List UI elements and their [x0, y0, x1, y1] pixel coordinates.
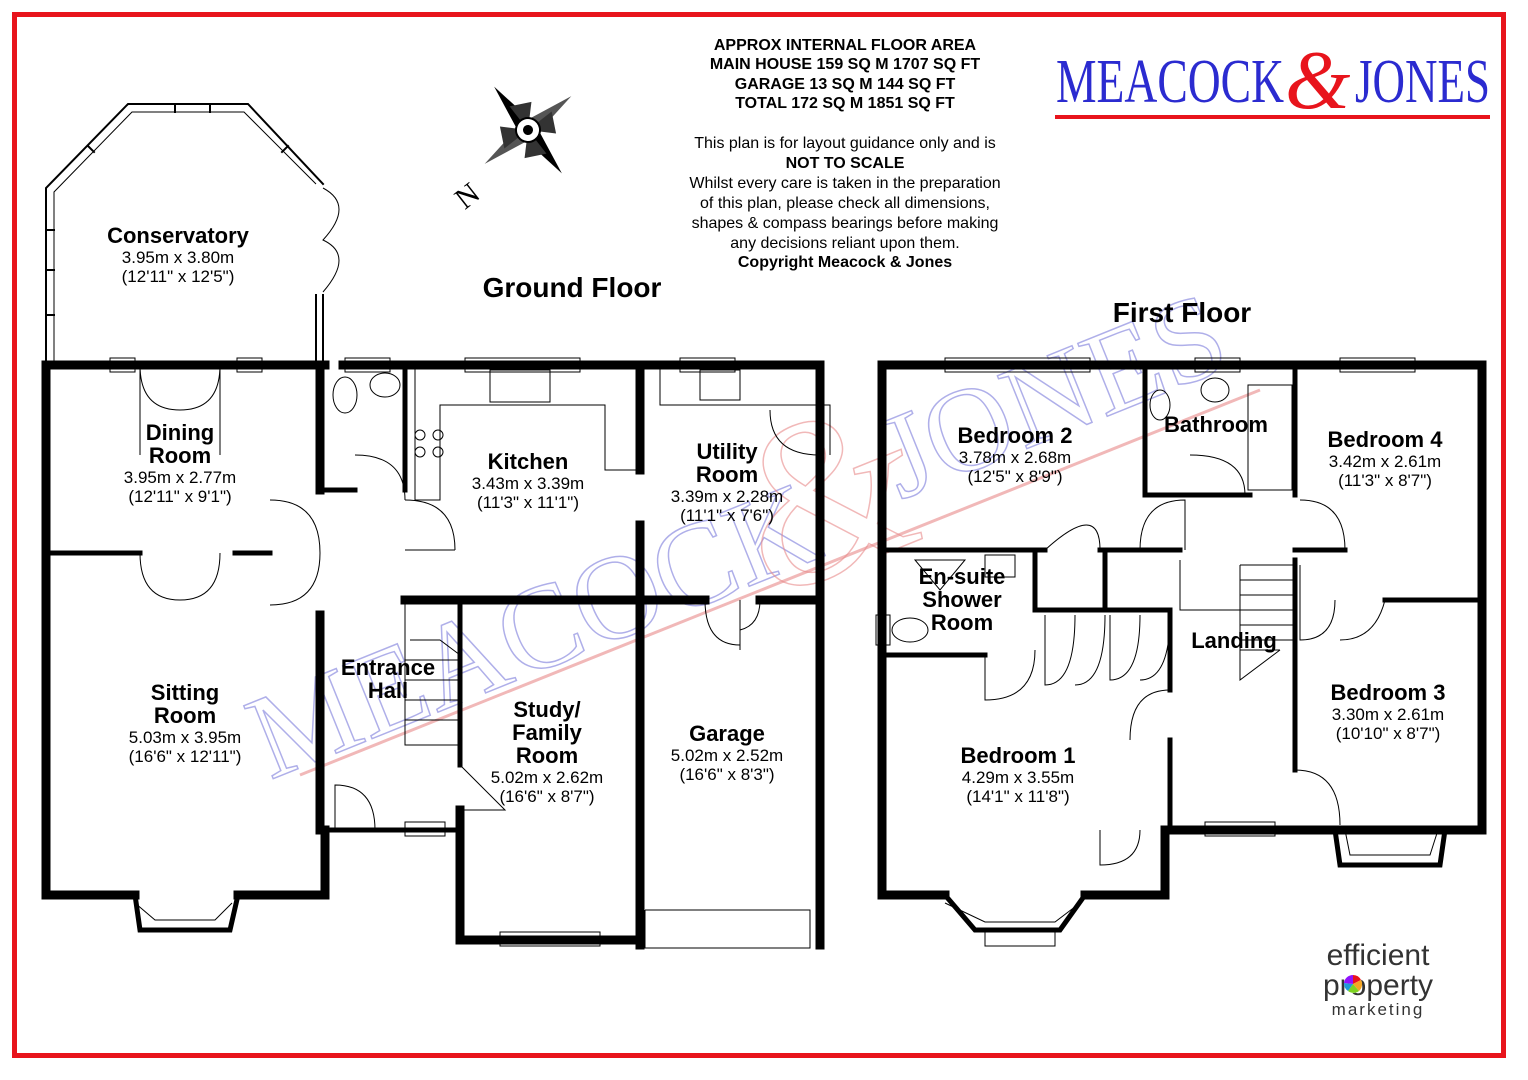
room-name: Entrance — [341, 655, 435, 680]
brand-name-right: JONES — [1355, 48, 1490, 116]
room-name: Garage — [689, 721, 765, 746]
room-name: Landing — [1191, 628, 1277, 653]
room-metric: 3.95m x 2.77m — [124, 468, 236, 487]
first-floor — [875, 357, 1487, 947]
epm-line1: efficient — [1327, 939, 1431, 972]
room-metric: 5.02m x 2.52m — [671, 746, 783, 765]
disclaimer-line: any decisions reliant upon them. — [730, 235, 959, 252]
room-garage: Garage 5.02m x 2.52m (16'6" x 8'3") — [671, 721, 783, 784]
room-metric: 4.29m x 3.55m — [962, 768, 1074, 787]
room-metric: 5.03m x 3.95m — [129, 728, 241, 747]
room-imperial: (11'1" x 7'6") — [680, 506, 774, 525]
room-metric: 3.42m x 2.61m — [1329, 452, 1441, 471]
room-imperial: (12'11" x 9'1") — [128, 487, 231, 506]
brand-name-left: MEACOCK — [1056, 48, 1284, 116]
brand-ampersand: & — [1285, 34, 1351, 127]
room-name: Study/ — [513, 697, 580, 722]
compass-rose-icon — [484, 86, 572, 174]
area-info: APPROX INTERNAL FLOOR AREA MAIN HOUSE 15… — [710, 37, 981, 112]
room-name: Hall — [368, 678, 408, 703]
room-name: Family — [512, 720, 582, 745]
room-name: Room — [696, 462, 758, 487]
disclaimer-line: NOT TO SCALE — [786, 155, 905, 172]
room-name: Utility — [696, 439, 758, 464]
room-bedroom-4: Bedroom 4 3.42m x 2.61m (11'3" x 8'7") — [1328, 427, 1444, 490]
disclaimer-line: Whilst every care is taken in the prepar… — [689, 175, 1000, 192]
room-metric: 3.43m x 3.39m — [472, 474, 584, 493]
room-name: Room — [516, 743, 578, 768]
room-imperial: (11'3" x 11'1") — [477, 493, 579, 512]
room-name: Shower — [922, 587, 1002, 612]
room-name: Sitting — [151, 680, 219, 705]
disclaimer-line: This plan is for layout guidance only an… — [694, 135, 996, 152]
room-study: Study/ Family Room 5.02m x 2.62m (16'6" … — [491, 697, 603, 806]
room-name: Room — [931, 610, 993, 635]
room-entrance-hall: Entrance Hall — [341, 655, 435, 703]
room-utility: Utility Room 3.39m x 2.28m (11'1" x 7'6"… — [671, 439, 783, 525]
room-name: Conservatory — [107, 223, 250, 248]
disclaimer-line: Copyright Meacock & Jones — [738, 254, 952, 271]
room-imperial: (16'6" x 12'11") — [129, 747, 242, 766]
room-name: Bathroom — [1164, 412, 1268, 437]
room-name: Bedroom 2 — [958, 423, 1073, 448]
first-floor-title: First Floor — [1113, 297, 1252, 328]
room-name: Kitchen — [488, 449, 569, 474]
room-bathroom: Bathroom — [1164, 412, 1268, 437]
room-name: Room — [154, 703, 216, 728]
room-metric: 3.78m x 2.68m — [959, 448, 1071, 467]
ground-floor — [41, 103, 831, 950]
room-imperial: (12'5" x 8'9") — [967, 467, 1062, 486]
room-conservatory: Conservatory 3.95m x 3.80m (12'11" x 12'… — [107, 223, 250, 286]
room-metric: 3.95m x 3.80m — [122, 248, 234, 267]
room-bedroom-1: Bedroom 1 4.29m x 3.55m (14'1" x 11'8") — [961, 743, 1076, 806]
north-label: N — [449, 176, 486, 215]
room-kitchen: Kitchen 3.43m x 3.39m (11'3" x 11'1") — [472, 449, 584, 512]
room-imperial: (16'6" x 8'7") — [499, 787, 594, 806]
room-imperial: (11'3" x 8'7") — [1338, 471, 1432, 490]
room-imperial: (16'6" x 8'3") — [679, 765, 774, 784]
aperture-icon — [1343, 974, 1363, 993]
room-dining: Dining Room 3.95m x 2.77m (12'11" x 9'1"… — [124, 420, 236, 506]
room-name: Bedroom 3 — [1331, 680, 1446, 705]
page-border — [12, 12, 1506, 1058]
area-garage: GARAGE 13 SQ M 144 SQ FT — [735, 76, 956, 93]
epm-line3: marketing — [1332, 1000, 1425, 1019]
room-imperial: (10'10" x 8'7") — [1336, 724, 1441, 743]
disclaimer-line: shapes & compass bearings before making — [692, 215, 999, 232]
room-metric: 3.30m x 2.61m — [1332, 705, 1444, 724]
ground-floor-title: Ground Floor — [483, 272, 662, 303]
area-main-house: MAIN HOUSE 159 SQ M 1707 SQ FT — [710, 56, 981, 73]
room-name: Dining — [146, 420, 214, 445]
room-name: Bedroom 4 — [1328, 427, 1444, 452]
room-name: Room — [149, 443, 211, 468]
room-imperial: (14'1" x 11'8") — [966, 787, 1069, 806]
disclaimer-line: of this plan, please check all dimension… — [700, 195, 990, 212]
epm-line2: property — [1323, 969, 1433, 1002]
room-labels: Conservatory 3.95m x 3.80m (12'11" x 12'… — [107, 223, 1445, 806]
room-name: Bedroom 1 — [961, 743, 1076, 768]
disclaimer: This plan is for layout guidance only an… — [689, 135, 1000, 271]
brand-logo: MEACOCK & JONES — [1055, 34, 1490, 127]
room-bedroom-2: Bedroom 2 3.78m x 2.68m (12'5" x 8'9") — [958, 423, 1073, 486]
epm-logo: efficient property marketing — [1323, 939, 1433, 1019]
room-name: En-suite — [919, 564, 1006, 589]
room-sitting: Sitting Room 5.03m x 3.95m (16'6" x 12'1… — [129, 680, 242, 766]
area-heading: APPROX INTERNAL FLOOR AREA — [714, 37, 977, 54]
room-bedroom-3: Bedroom 3 3.30m x 2.61m (10'10" x 8'7") — [1331, 680, 1446, 743]
room-landing: Landing — [1191, 628, 1277, 653]
room-ensuite: En-suite Shower Room — [919, 564, 1006, 635]
room-metric: 3.39m x 2.28m — [671, 487, 783, 506]
room-imperial: (12'11" x 12'5") — [122, 267, 235, 286]
room-metric: 5.02m x 2.62m — [491, 768, 603, 787]
area-total: TOTAL 172 SQ M 1851 SQ FT — [735, 95, 955, 112]
